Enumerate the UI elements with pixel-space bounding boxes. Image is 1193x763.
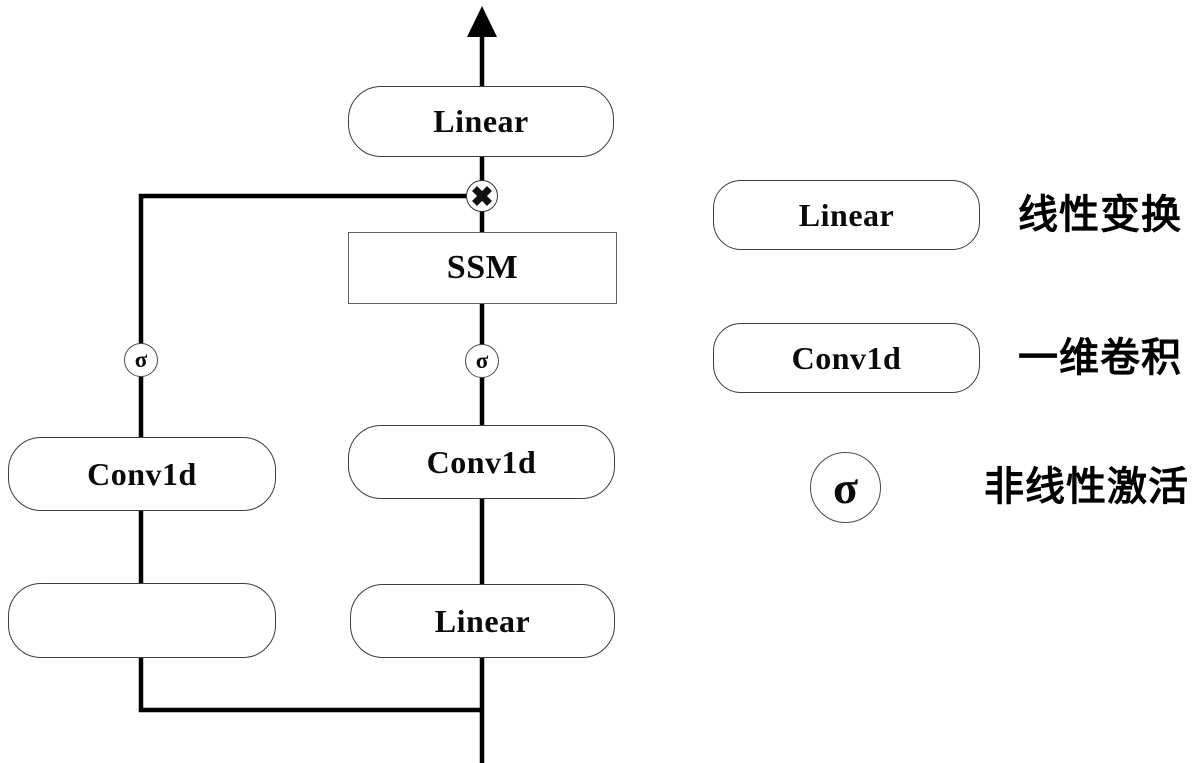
node-gate-conv1d-label: Conv1d	[87, 455, 197, 492]
output-arrow-icon	[467, 6, 497, 37]
node-gate-conv1d: Conv1d	[8, 437, 276, 511]
node-main-conv1d: Conv1d	[348, 425, 615, 499]
node-ssm-label: SSM	[446, 249, 519, 286]
legend-linear-box: Linear	[713, 180, 980, 250]
node-output-linear: Linear	[348, 86, 614, 157]
node-output-linear-label: Linear	[433, 103, 529, 139]
legend-sigma-text: 非线性激活	[984, 465, 1189, 509]
multiply-x-glyph	[472, 186, 492, 206]
multiply-icon	[466, 180, 498, 212]
legend-linear-box-label: Linear	[798, 196, 895, 233]
gate-sigma-icon: σ	[124, 343, 158, 377]
legend-conv1d-box-label: Conv1d	[791, 339, 902, 376]
node-main-conv1d-label: Conv1d	[426, 443, 537, 480]
legend-conv1d-text: 一维卷积	[1018, 336, 1182, 380]
main-sigma-label: σ	[475, 348, 489, 373]
node-ssm: SSM	[348, 232, 617, 304]
main-sigma-icon: σ	[465, 344, 499, 378]
legend-sigma-icon: σ	[810, 452, 881, 523]
legend-linear-text: 线性变换	[1018, 193, 1182, 237]
node-gate-input-box	[8, 583, 276, 658]
gate-sigma-label: σ	[134, 347, 148, 372]
legend-conv1d-box: Conv1d	[713, 323, 980, 393]
node-input-linear-label: Linear	[434, 602, 531, 639]
node-input-linear: Linear	[350, 584, 615, 658]
legend-sigma-symbol: σ	[832, 462, 859, 513]
